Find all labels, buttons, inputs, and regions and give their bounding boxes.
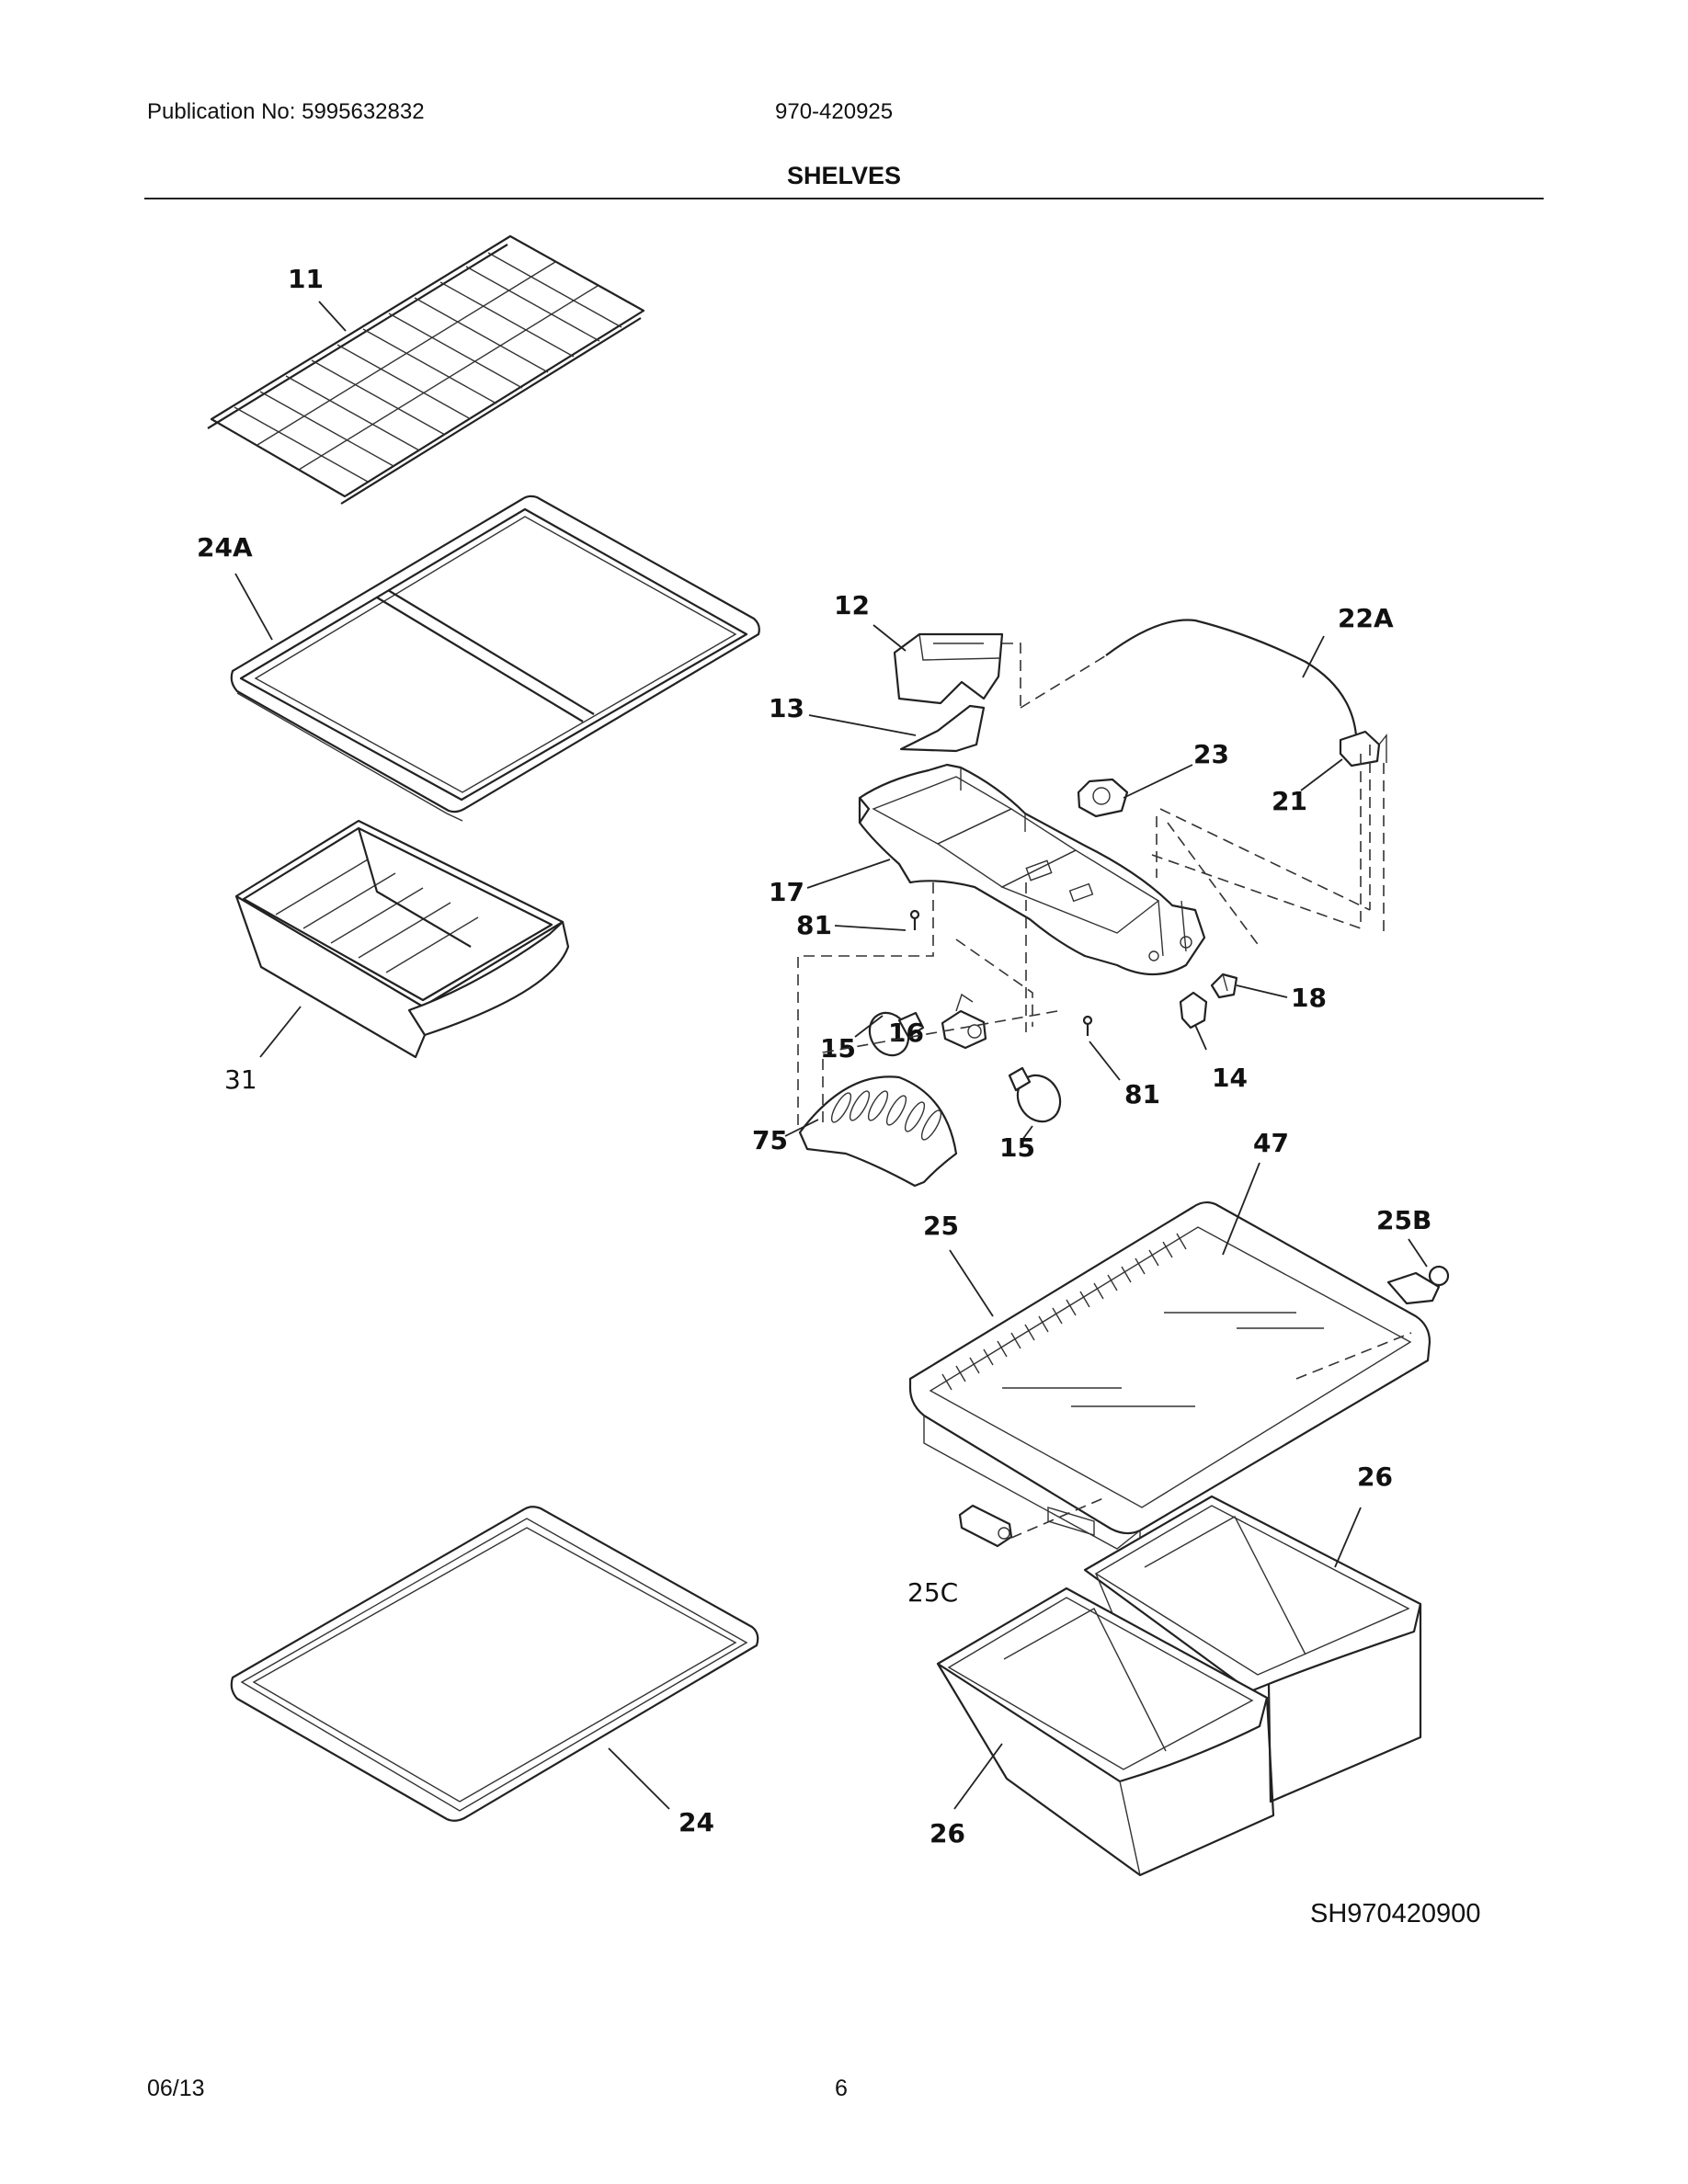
- callout-25b: 25B: [1376, 1205, 1431, 1235]
- drawing-code: SH970420900: [1310, 1899, 1481, 1928]
- switch-14-part: [1179, 991, 1208, 1029]
- screw-81a-part: [909, 909, 920, 930]
- screw-81b-part: [1082, 1015, 1093, 1036]
- publication-number: Publication No: 5995632832: [147, 99, 425, 124]
- page-number: 6: [835, 2076, 848, 2101]
- section-title: SHELVES: [786, 162, 902, 189]
- callout-11: 11: [288, 264, 324, 294]
- leader-11: [318, 301, 347, 332]
- leader-81b: [1089, 1041, 1121, 1081]
- bulb-15a-part: [868, 1011, 925, 1057]
- callout-23: 23: [1193, 739, 1229, 769]
- leader-22a: [1302, 635, 1325, 678]
- end-clip-25b-part: [1386, 1265, 1450, 1305]
- callout-18: 18: [1291, 983, 1327, 1013]
- wire-harness-22a-part: [1105, 619, 1358, 736]
- callout-14: 14: [1212, 1063, 1248, 1093]
- leader-13: [808, 714, 917, 736]
- model-number: 970-420925: [775, 99, 894, 124]
- callout-26b: 26: [930, 1818, 965, 1848]
- light-housing-17-part: [858, 763, 1206, 976]
- leader-15a: [854, 1015, 884, 1038]
- light-shield-75-part: [798, 1075, 958, 1188]
- end-clip-25c-part: [958, 1504, 1013, 1548]
- footer-date: 06/13: [147, 2076, 205, 2101]
- assembly-dashed-lines: [797, 643, 1412, 1539]
- header-rule: [144, 198, 1544, 199]
- callout-16: 16: [888, 1018, 924, 1048]
- crisper-drawer-26a-part: [936, 1587, 1275, 1877]
- baffle-13-part: [899, 704, 986, 753]
- crisper-drawer-26b-part: [1083, 1495, 1422, 1803]
- crisper-bin-31-part: [234, 819, 570, 1059]
- plug-18-part: [1210, 973, 1238, 999]
- leader-21: [1300, 758, 1343, 791]
- leader-25b: [1408, 1238, 1428, 1268]
- callout-47: 47: [1253, 1128, 1289, 1158]
- leader-31: [259, 1006, 302, 1058]
- shelf-frame-25-part: [908, 1200, 1431, 1553]
- leader-24a: [234, 573, 273, 641]
- leader-24: [608, 1747, 670, 1810]
- callout-13: 13: [769, 693, 804, 723]
- callout-21: 21: [1272, 786, 1307, 816]
- leader-81a: [834, 925, 907, 931]
- callout-24a: 24A: [197, 532, 253, 563]
- callout-25: 25: [923, 1211, 959, 1241]
- leader-14: [1194, 1024, 1207, 1051]
- leader-15b: [1021, 1125, 1033, 1141]
- wire-shelf-part: [207, 234, 645, 505]
- switch-21-part: [1339, 730, 1387, 768]
- leader-26b: [953, 1743, 1003, 1810]
- leader-75: [784, 1119, 819, 1137]
- leader-18: [1236, 984, 1288, 998]
- callout-75: 75: [752, 1125, 788, 1155]
- glass-shelf-24a-part: [230, 495, 760, 822]
- callout-12: 12: [834, 590, 870, 620]
- leader-23: [1123, 764, 1193, 799]
- thermostat-23-part: [1077, 778, 1129, 818]
- callout-24: 24: [679, 1807, 714, 1837]
- leader-26a: [1334, 1507, 1362, 1568]
- leader-12: [873, 624, 907, 652]
- callout-22a: 22A: [1338, 603, 1394, 633]
- callout-81a: 81: [796, 910, 832, 940]
- glass-shelf-24-part: [230, 1506, 759, 1822]
- callout-17: 17: [769, 877, 804, 907]
- socket-16-part: [941, 993, 987, 1050]
- bulb-15b-part: [1008, 1066, 1062, 1123]
- callout-15a: 15: [820, 1033, 856, 1064]
- leader-17: [806, 859, 891, 889]
- callout-15b: 15: [999, 1132, 1035, 1163]
- leader-25: [949, 1249, 994, 1317]
- callout-25c: 25C: [907, 1577, 958, 1608]
- leader-47: [1222, 1162, 1260, 1256]
- callout-81b: 81: [1124, 1079, 1160, 1109]
- light-cover-12-part: [893, 632, 1004, 705]
- callout-31: 31: [224, 1064, 257, 1095]
- callout-26a: 26: [1357, 1462, 1393, 1492]
